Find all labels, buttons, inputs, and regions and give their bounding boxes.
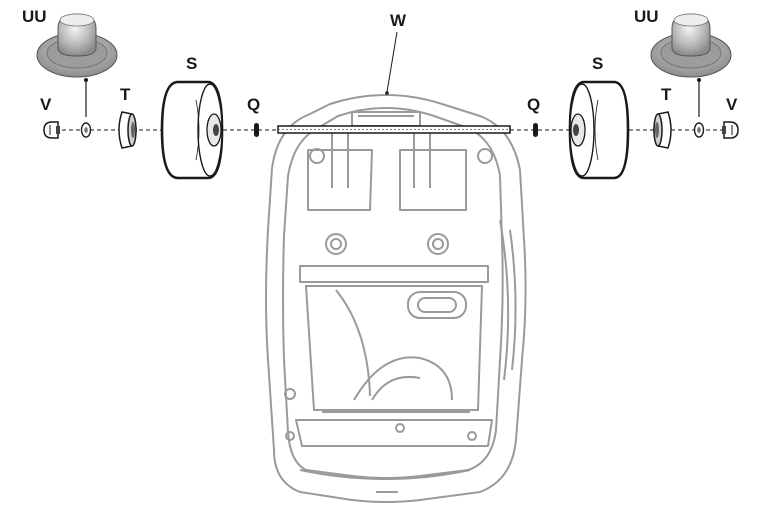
label-v-left: V (40, 95, 52, 114)
label-w: W (390, 11, 407, 30)
body-outer-shell (265, 94, 527, 503)
washer-icon-right (693, 122, 705, 138)
body-left-mount (325, 233, 347, 255)
washer-icon-left (80, 122, 92, 138)
label-q-right: Q (527, 95, 541, 114)
body-top-handle (351, 111, 421, 127)
body-right-compartment (399, 149, 467, 211)
body-left-compartment (307, 149, 373, 211)
hubcap-icon-right (722, 121, 739, 139)
label-s-right: S (592, 54, 604, 73)
bushing-icon-left (118, 111, 137, 149)
label-v-right: V (726, 95, 738, 114)
wheel-icon-right (568, 80, 630, 180)
body-cross-beam (299, 265, 489, 283)
cap-icon-left (36, 13, 118, 78)
hubcap-icon-left (43, 121, 60, 139)
label-uu-right: UU (634, 7, 659, 26)
label-t-right: T (661, 85, 672, 104)
label-q-left: Q (247, 95, 261, 114)
axle-assembly (48, 125, 740, 134)
vehicle-body (265, 94, 527, 503)
label-t-left: T (120, 85, 131, 104)
bushing-icon-right (653, 111, 672, 149)
body-lower-bay (305, 285, 483, 411)
clip-icon-left (254, 123, 259, 137)
label-uu-left: UU (22, 7, 47, 26)
body-right-mount (427, 233, 449, 255)
w-leader-line (386, 31, 398, 93)
body-bottom-bumper (295, 419, 493, 447)
label-s-left: S (186, 54, 198, 73)
wheel-icon-left (160, 80, 224, 180)
clip-icon-right (533, 123, 538, 137)
cap-icon-right (650, 13, 732, 78)
body-inner-rim (282, 107, 504, 479)
